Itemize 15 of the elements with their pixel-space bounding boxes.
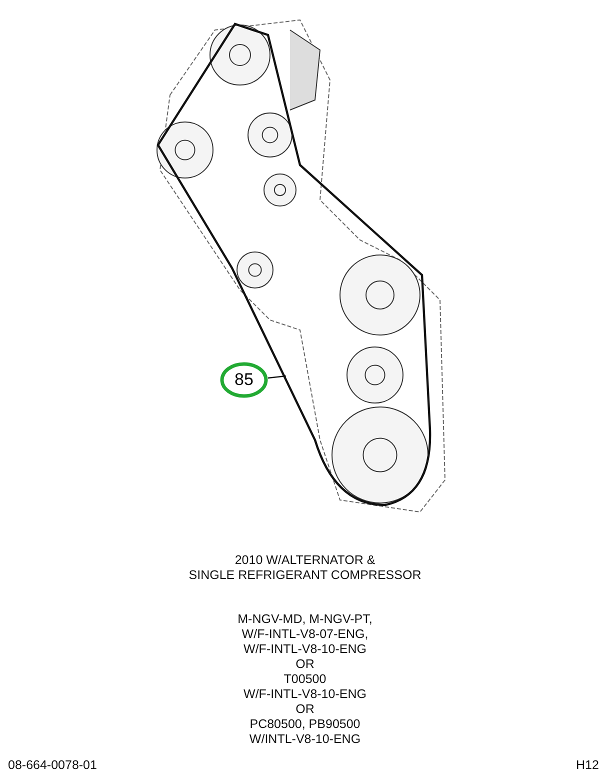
model-code: PC80500, PB90500 bbox=[250, 717, 360, 732]
note-text: OR bbox=[296, 702, 314, 717]
leader-line bbox=[268, 375, 286, 379]
drawing-number: 08-664-0078-01 bbox=[8, 758, 97, 773]
model-code: T00500 bbox=[284, 672, 326, 687]
model-code: W/F-INTL-V8-10-ENG bbox=[244, 642, 366, 657]
caption-text: 2010 W/ALTERNATOR & bbox=[234, 553, 376, 568]
caption-text: SINGLE REFRIGERANT COMPRESSOR bbox=[188, 568, 422, 583]
model-code: W/F-INTL-V8-07-ENG, bbox=[242, 627, 368, 642]
model-code: W/INTL-V8-10-ENG bbox=[249, 732, 361, 747]
note-text: OR bbox=[296, 657, 314, 672]
model-code: W/F-INTL-V8-10-ENG bbox=[244, 687, 366, 702]
callout-number: 85 bbox=[220, 362, 268, 398]
model-code: M-NGV-MD, M-NGV-PT, bbox=[238, 612, 372, 627]
sheet-code: H12 bbox=[576, 758, 599, 773]
